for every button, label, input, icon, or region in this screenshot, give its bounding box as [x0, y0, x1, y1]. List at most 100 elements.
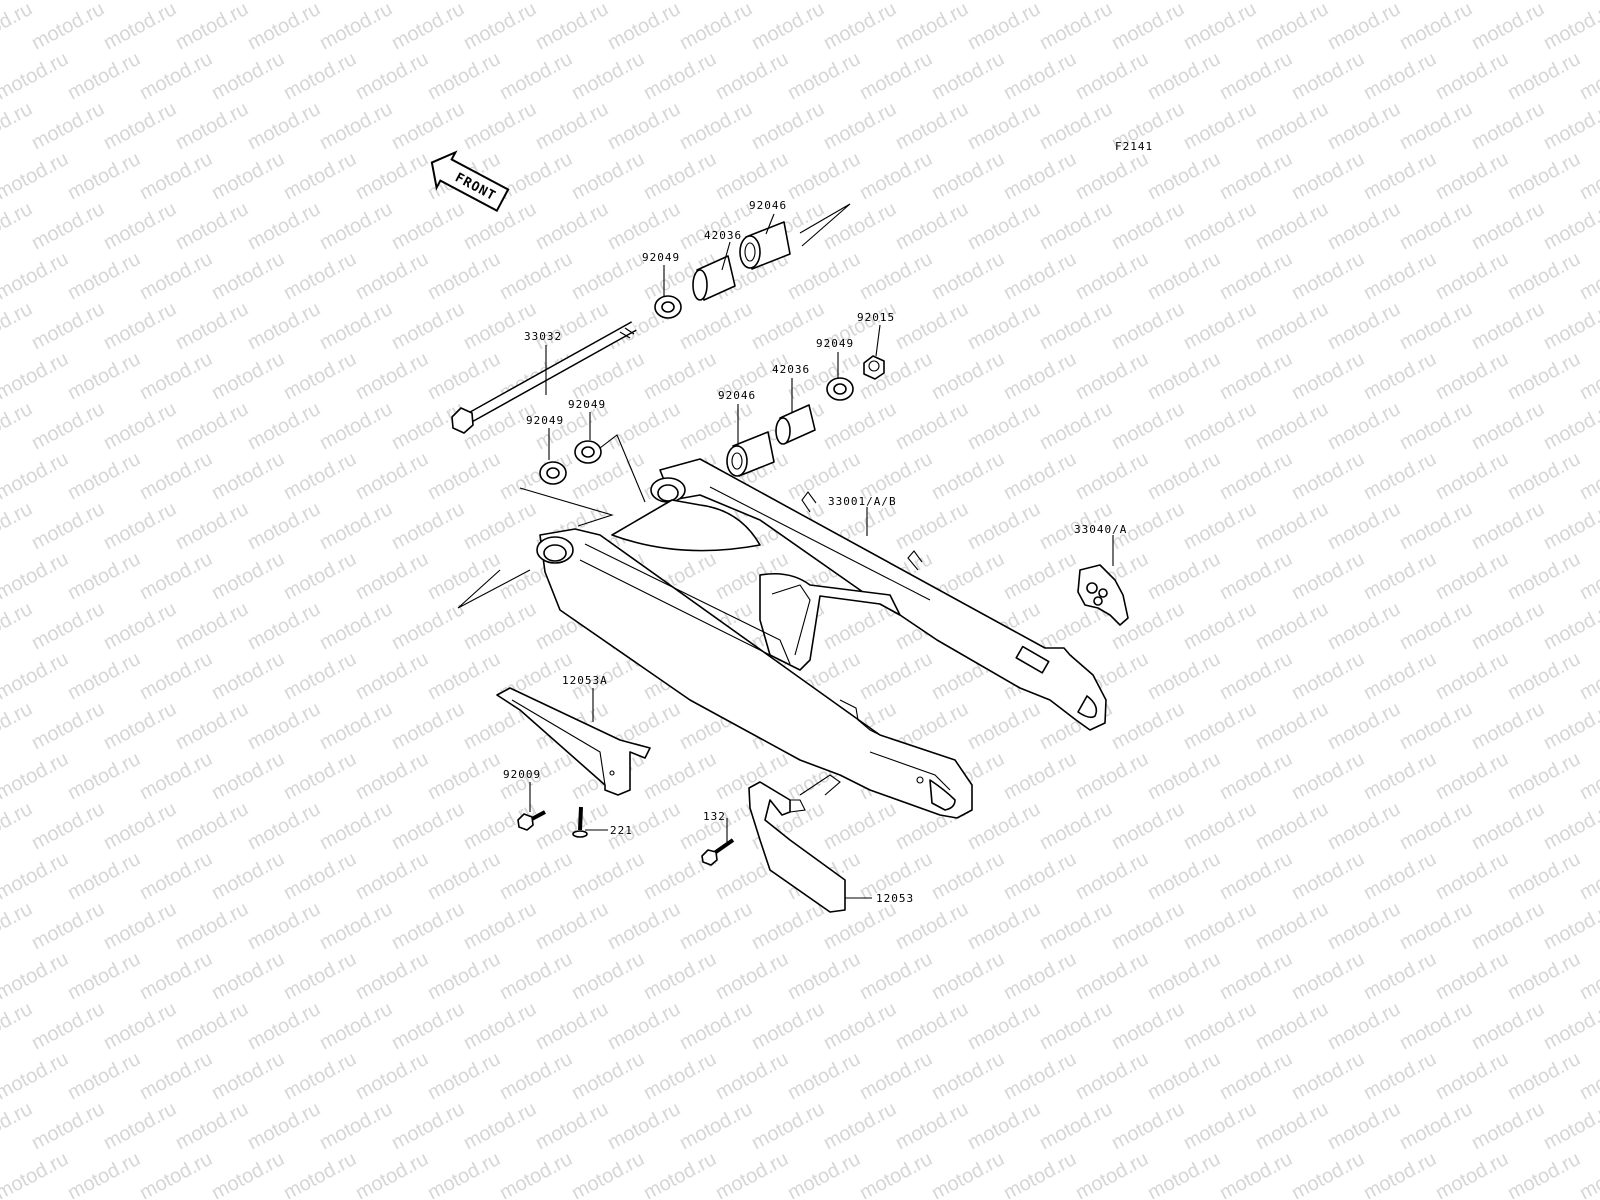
watermark-text: motod.ru	[496, 948, 576, 1004]
watermark-text: motod.ru	[100, 998, 180, 1054]
watermark-text: motod.ru	[1396, 198, 1476, 254]
watermark-text: motod.ru	[892, 98, 972, 154]
watermark-text: motod.ru	[172, 798, 252, 854]
watermark-text: motod.ru	[1576, 948, 1600, 1004]
watermark-text: motod.ru	[1468, 998, 1548, 1054]
watermark-text: motod.ru	[424, 748, 504, 804]
chain-adjuster-33040	[1077, 564, 1129, 626]
watermark-text: motod.ru	[1000, 848, 1080, 904]
watermark-text: motod.ru	[928, 848, 1008, 904]
watermark-text: motod.ru	[352, 548, 432, 604]
watermark-text: motod.ru	[1036, 998, 1116, 1054]
watermark-text: motod.ru	[1324, 998, 1404, 1054]
watermark-text: motod.ru	[784, 148, 864, 204]
watermark-text: motod.ru	[964, 0, 1044, 54]
watermark-text: motod.ru	[316, 798, 396, 854]
watermark-text: motod.ru	[856, 248, 936, 304]
watermark-text: motod.ru	[496, 48, 576, 104]
watermark-text: motod.ru	[1576, 0, 1600, 4]
watermark-text: motod.ru	[1216, 448, 1296, 504]
watermark-text: motod.ru	[1216, 1048, 1296, 1104]
watermark-text: motod.ru	[1504, 1048, 1584, 1104]
watermark-text: motod.ru	[1072, 248, 1152, 304]
part-label-92046-top: 92046	[749, 199, 787, 212]
watermark-text: motod.ru	[0, 498, 36, 554]
watermark-text: motod.ru	[1396, 1098, 1476, 1154]
watermark-text: motod.ru	[1360, 848, 1440, 904]
watermark-text: motod.ru	[100, 698, 180, 754]
part-label-33001: 33001/A/B	[828, 495, 897, 508]
watermark-text: motod.ru	[1540, 698, 1600, 754]
watermark-text: motod.ru	[1576, 1048, 1600, 1104]
watermark-text: motod.ru	[388, 598, 468, 654]
watermark-text: motod.ru	[424, 1048, 504, 1104]
watermark-text: motod.ru	[1144, 48, 1224, 104]
part-label-33040: 33040/A	[1074, 523, 1127, 536]
watermark-text: motod.ru	[568, 0, 648, 4]
watermark-text: motod.ru	[1504, 648, 1584, 704]
watermark-text: motod.ru	[1540, 0, 1600, 54]
watermark-text: motod.ru	[604, 398, 684, 454]
watermark-text: motod.ru	[136, 48, 216, 104]
watermark-text: motod.ru	[892, 998, 972, 1054]
watermark-text: motod.ru	[1540, 998, 1600, 1054]
watermark-text: motod.ru	[64, 848, 144, 904]
watermark-text: motod.ru	[64, 1048, 144, 1104]
watermark-text: motod.ru	[784, 348, 864, 404]
watermark-text: motod.ru	[1180, 198, 1260, 254]
watermark-text: motod.ru	[460, 298, 540, 354]
pivot-shaft-33032	[451, 321, 637, 434]
watermark-text: motod.ru	[280, 648, 360, 704]
watermark-text: motod.ru	[136, 0, 216, 4]
watermark-text: motod.ru	[424, 0, 504, 4]
watermark-text: motod.ru	[964, 1098, 1044, 1154]
watermark-text: motod.ru	[244, 598, 324, 654]
watermark-text: motod.ru	[784, 0, 864, 4]
watermark-text: motod.ru	[1216, 48, 1296, 104]
watermark-text: motod.ru	[0, 1048, 72, 1104]
watermark-text: motod.ru	[136, 248, 216, 304]
watermark-text: motod.ru	[892, 298, 972, 354]
watermark-text: motod.ru	[1144, 448, 1224, 504]
watermark-text: motod.ru	[1288, 248, 1368, 304]
watermark-text: motod.ru	[100, 898, 180, 954]
watermark-text: motod.ru	[1576, 1148, 1600, 1200]
watermark-text: motod.ru	[1180, 598, 1260, 654]
watermark-text: motod.ru	[676, 98, 756, 154]
watermark-text: motod.ru	[1216, 1148, 1296, 1200]
watermark-text: motod.ru	[0, 348, 72, 404]
watermark-text: motod.ru	[1252, 298, 1332, 354]
watermark-text: motod.ru	[1000, 348, 1080, 404]
watermark-text: motod.ru	[1108, 298, 1188, 354]
watermark-text: motod.ru	[0, 98, 36, 154]
part-label-42036-top: 42036	[704, 229, 742, 242]
watermark-text: motod.ru	[172, 1098, 252, 1154]
watermark-text: motod.ru	[1180, 698, 1260, 754]
watermark-text: motod.ru	[496, 848, 576, 904]
watermark-text: motod.ru	[316, 298, 396, 354]
watermark-text: motod.ru	[892, 198, 972, 254]
watermark-text: motod.ru	[1432, 848, 1512, 904]
watermark-text: motod.ru	[136, 348, 216, 404]
watermark-text: motod.ru	[1216, 548, 1296, 604]
watermark-text: motod.ru	[928, 348, 1008, 404]
watermark-text: motod.ru	[1360, 148, 1440, 204]
watermark-text: motod.ru	[1324, 598, 1404, 654]
watermark-text: motod.ru	[352, 1048, 432, 1104]
watermark-text: motod.ru	[1396, 0, 1476, 54]
watermark-text: motod.ru	[1540, 798, 1600, 854]
watermark-text: motod.ru	[676, 1098, 756, 1154]
watermark-text: motod.ru	[1216, 248, 1296, 304]
watermark-text: motod.ru	[244, 98, 324, 154]
watermark-text: motod.ru	[244, 398, 324, 454]
watermark-text: motod.ru	[1288, 1148, 1368, 1200]
watermark-text: motod.ru	[1324, 698, 1404, 754]
watermark-text: motod.ru	[1396, 298, 1476, 354]
part-label-92049-top: 92049	[642, 251, 680, 264]
watermark-text: motod.ru	[352, 1148, 432, 1200]
watermark-text: motod.ru	[352, 648, 432, 704]
watermark-text: motod.ru	[892, 898, 972, 954]
watermark-text: motod.ru	[1324, 198, 1404, 254]
watermark-text: motod.ru	[568, 248, 648, 304]
